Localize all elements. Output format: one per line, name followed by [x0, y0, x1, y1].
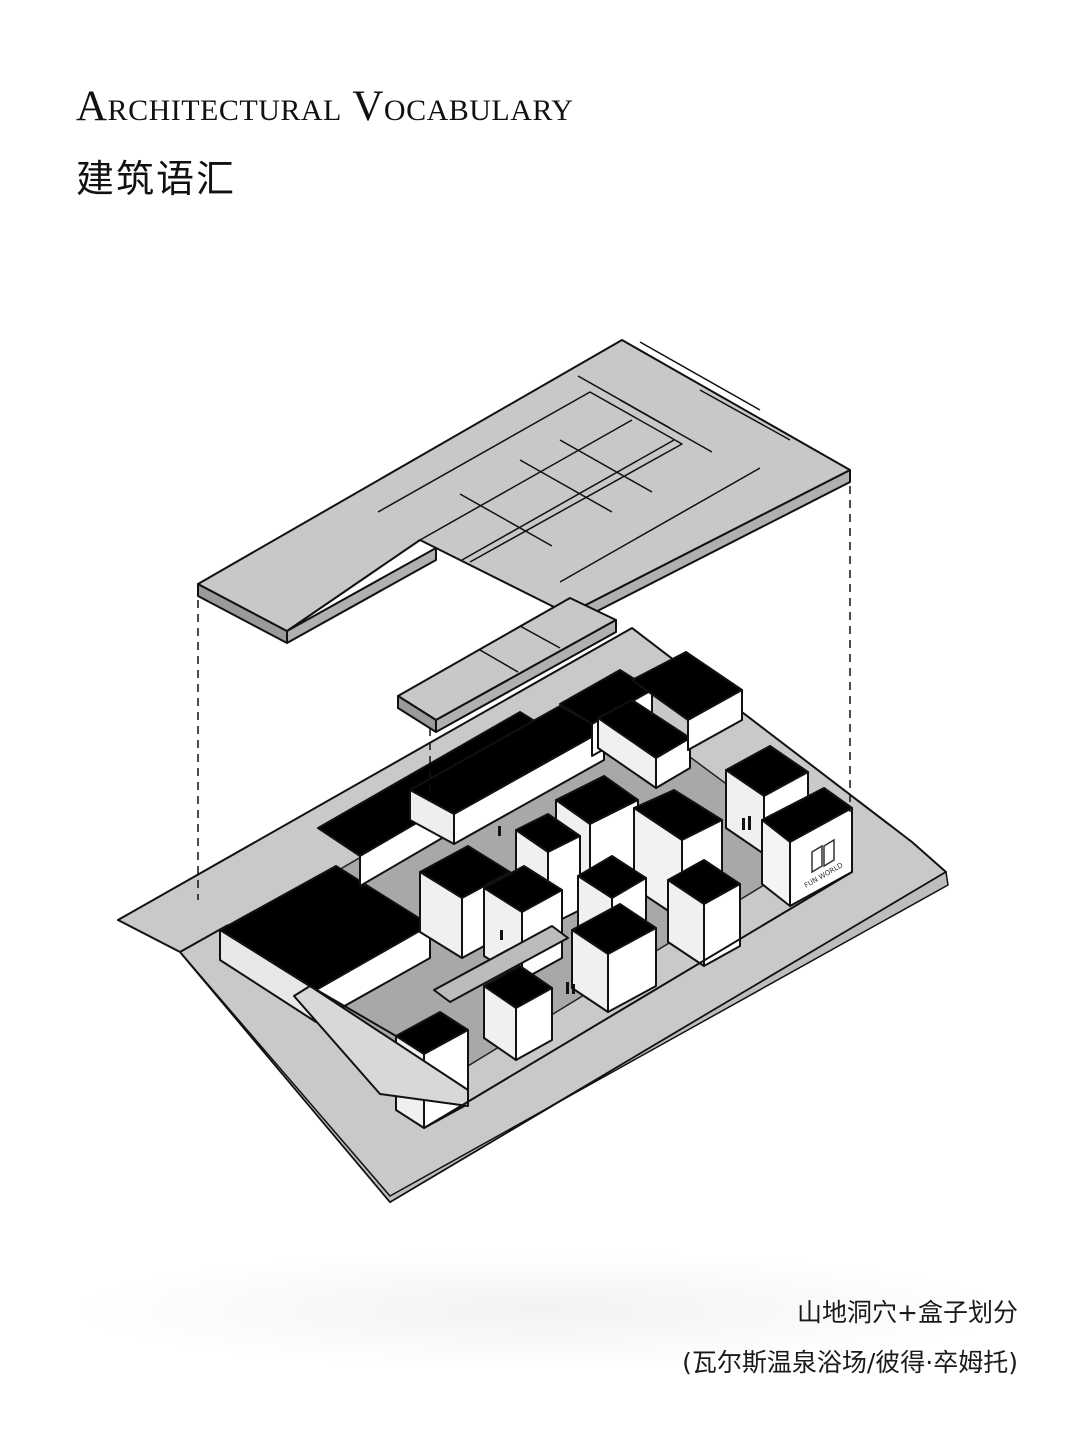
caption-line-1: 山地洞穴+盒子划分 — [797, 1298, 1018, 1327]
human-figures — [498, 816, 751, 994]
roof-strip — [397, 597, 617, 733]
caption-line-2: (瓦尔斯温泉浴场/彼得·卒姆托) — [682, 1348, 1018, 1377]
box-masses — [219, 651, 853, 1129]
caption-block: 山地洞穴+盒子划分 (瓦尔斯温泉浴场/彼得·卒姆托) — [682, 1288, 1018, 1388]
ground-shadow — [60, 1250, 1020, 1370]
roof-slab — [197, 339, 851, 644]
title-english: Architectural Vocabulary — [76, 83, 574, 130]
title-chinese: 建筑语汇 — [76, 157, 237, 201]
sign-logo — [811, 838, 835, 874]
projection-lines — [197, 486, 851, 900]
